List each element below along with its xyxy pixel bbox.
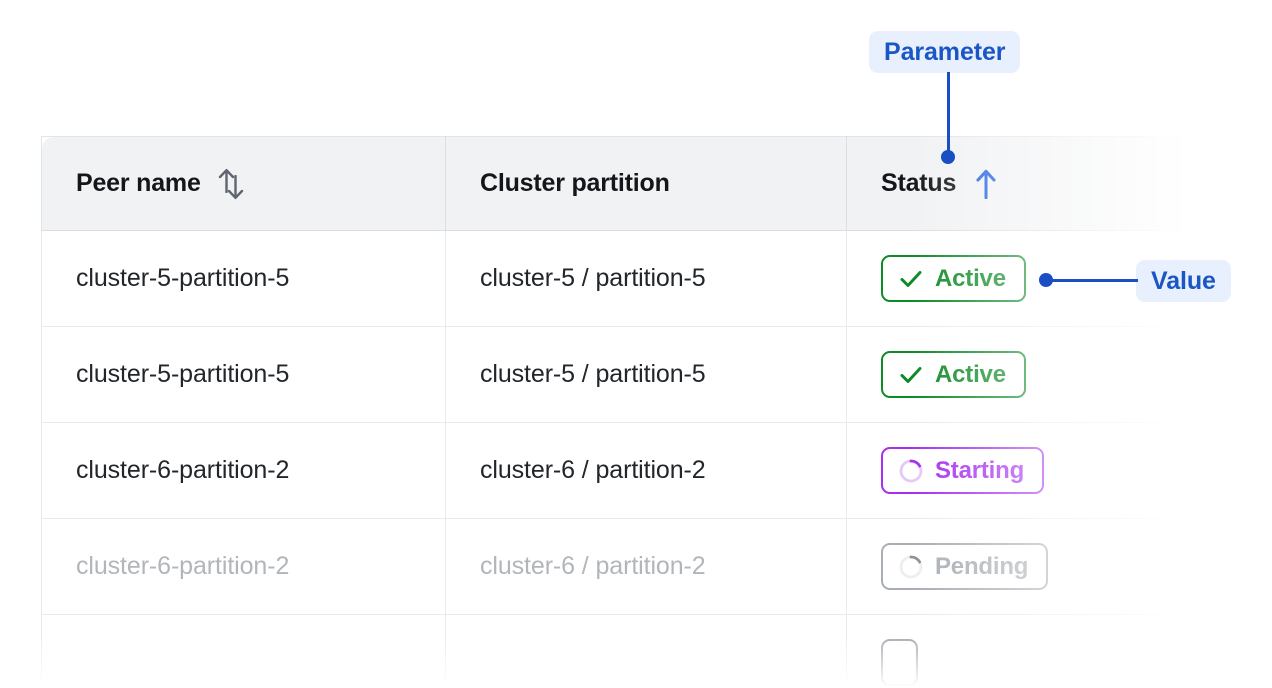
status-badge-label: Active	[935, 360, 1006, 388]
table-row[interactable]: cluster-6-partition-2 cluster-6 / partit…	[41, 518, 1196, 615]
column-header-cluster-partition[interactable]: Cluster partition	[445, 136, 847, 231]
status-badge-label: Starting	[935, 456, 1025, 484]
column-header-peer-name-label: Peer name	[76, 169, 201, 197]
cell-peer-name: cluster-6-partition-2	[41, 422, 446, 519]
table-row[interactable]: cluster-5-partition-5 cluster-5 / partit…	[41, 326, 1196, 423]
annotation-dot-parameter	[941, 150, 955, 164]
status-badge-label: Pending	[935, 552, 1029, 580]
cell-peer-name: cluster-5-partition-5	[41, 326, 446, 423]
annotation-label-value: Value	[1136, 260, 1231, 302]
cell-peer-name: cluster-6-partition-2	[41, 518, 446, 615]
cell-peer-name	[41, 614, 446, 688]
table-body: cluster-5-partition-5 cluster-5 / partit…	[41, 230, 1196, 688]
cell-status	[846, 614, 1196, 688]
peers-table-container: Peer name	[41, 136, 1196, 688]
annotation-connector-parameter	[947, 72, 950, 156]
check-icon	[900, 270, 922, 287]
peers-table: Peer name	[41, 136, 1196, 688]
cell-status: Pending	[846, 518, 1196, 615]
arrow-up-icon	[218, 168, 234, 193]
cell-status: Starting	[846, 422, 1196, 519]
status-badge-label: Active	[935, 264, 1006, 292]
status-badge-pending: Pending	[881, 543, 1049, 590]
status-badge-partial	[881, 639, 918, 686]
table-row[interactable]: cluster-5-partition-5 cluster-5 / partit…	[41, 230, 1196, 327]
annotation-label-parameter: Parameter	[869, 31, 1021, 73]
table-header: Peer name	[41, 136, 1196, 231]
cell-cluster-partition: cluster-5 / partition-5	[445, 326, 847, 423]
arrow-down-icon	[227, 174, 243, 199]
column-header-status-label: Status	[881, 169, 957, 197]
table-row[interactable]: cluster-6-partition-2 cluster-6 / partit…	[41, 422, 1196, 519]
annotation-dot-value	[1039, 273, 1053, 287]
status-badge-active: Active	[881, 255, 1026, 302]
cell-peer-name: cluster-5-partition-5	[41, 230, 446, 327]
sort-both-arrows-icon[interactable]	[218, 168, 244, 200]
status-badge-starting: Starting	[881, 447, 1045, 494]
column-header-peer-name[interactable]: Peer name	[41, 136, 446, 231]
table-header-row: Peer name	[41, 136, 1196, 231]
cell-cluster-partition: cluster-6 / partition-2	[445, 518, 847, 615]
cell-cluster-partition: cluster-6 / partition-2	[445, 422, 847, 519]
cell-cluster-partition: cluster-5 / partition-5	[445, 230, 847, 327]
table-row[interactable]	[41, 614, 1196, 688]
spinner-icon	[899, 459, 923, 482]
column-header-status[interactable]: Status	[846, 136, 1196, 231]
cell-cluster-partition	[445, 614, 847, 688]
column-header-cluster-partition-label: Cluster partition	[480, 169, 670, 197]
cell-status: Active	[846, 326, 1196, 423]
spinner-icon	[899, 555, 923, 578]
annotation-connector-value	[1046, 279, 1138, 282]
check-icon	[900, 366, 922, 383]
status-badge-active: Active	[881, 351, 1026, 398]
arrow-up-icon[interactable]	[973, 169, 999, 199]
